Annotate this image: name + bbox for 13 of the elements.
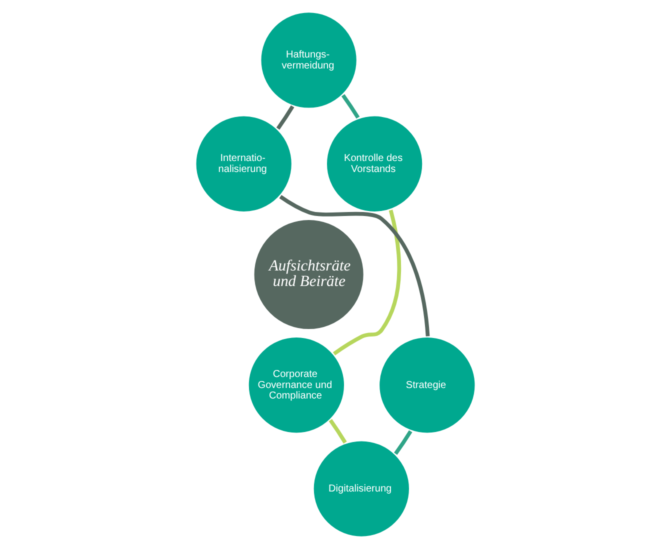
connector <box>328 419 347 444</box>
node-circle: Strategie <box>377 335 478 436</box>
connector <box>394 430 412 455</box>
node-circle: Aufsichtsräte und Beiräte <box>252 218 366 332</box>
connector <box>279 195 430 336</box>
connector <box>332 210 402 356</box>
connector <box>341 94 360 119</box>
connector <box>276 105 294 130</box>
node-circle: Haftungs- vermeidung <box>258 10 359 110</box>
node-circle: Digitalisierung <box>312 438 412 539</box>
node-circle: Kontrolle des Vorstands <box>324 114 424 214</box>
node-circle: Corporate Governance und Compliance <box>246 335 346 436</box>
node-circle: Internatio- nalisierung <box>194 114 294 214</box>
